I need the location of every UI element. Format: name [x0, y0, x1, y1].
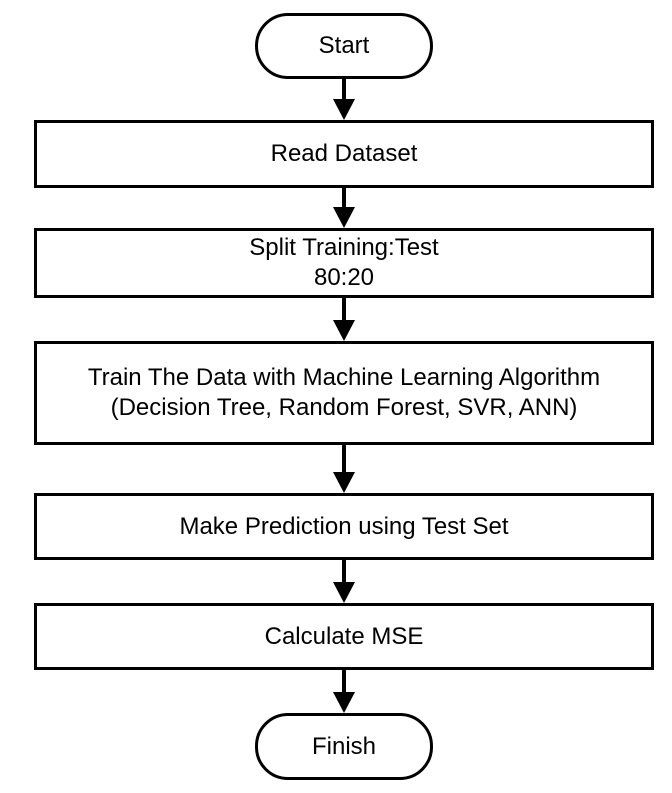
node-label: Start — [318, 32, 370, 59]
arrowhead-icon — [333, 320, 355, 341]
node-label: Calculate MSE — [264, 622, 424, 650]
connector-arrow-down-icon — [333, 187, 355, 228]
flowchart-node-split-train-test: Split Training:Test 80:20 — [34, 228, 654, 298]
arrowhead-icon — [333, 472, 355, 493]
arrow-shaft — [342, 560, 346, 582]
node-label: Read Dataset — [270, 140, 418, 167]
arrowhead-icon — [333, 692, 355, 713]
flowchart-node-make-prediction: Make Prediction using Test Set — [34, 493, 654, 560]
flowchart-node-read-dataset: Read Dataset — [34, 120, 654, 188]
arrow-shaft — [342, 298, 346, 320]
arrowhead-icon — [333, 99, 355, 120]
connector-arrow-down-icon — [333, 298, 355, 341]
arrow-shaft — [342, 78, 346, 99]
node-label: Finish — [311, 732, 377, 760]
flowchart-node-train-model: Train The Data with Machine Learning Alg… — [34, 341, 654, 445]
connector-arrow-down-icon — [333, 78, 355, 120]
arrow-shaft — [342, 670, 346, 692]
arrow-shaft — [342, 445, 346, 472]
flowchart-node-finish: Finish — [255, 713, 433, 780]
arrowhead-icon — [333, 582, 355, 603]
connector-arrow-down-icon — [333, 670, 355, 713]
node-label: (Decision Tree, Random Forest, SVR, ANN) — [110, 394, 578, 421]
connector-arrow-down-icon — [333, 445, 355, 493]
node-label: Train The Data with Machine Learning Alg… — [87, 364, 601, 391]
node-label: Split Training:Test — [249, 234, 439, 261]
arrow-shaft — [342, 187, 346, 207]
node-label: 80:20 — [313, 264, 375, 291]
node-label: Make Prediction using Test Set — [179, 512, 509, 540]
arrowhead-icon — [333, 207, 355, 228]
flowchart-node-start: Start — [255, 13, 433, 79]
flowchart-node-calculate-mse: Calculate MSE — [34, 603, 654, 670]
connector-arrow-down-icon — [333, 560, 355, 603]
